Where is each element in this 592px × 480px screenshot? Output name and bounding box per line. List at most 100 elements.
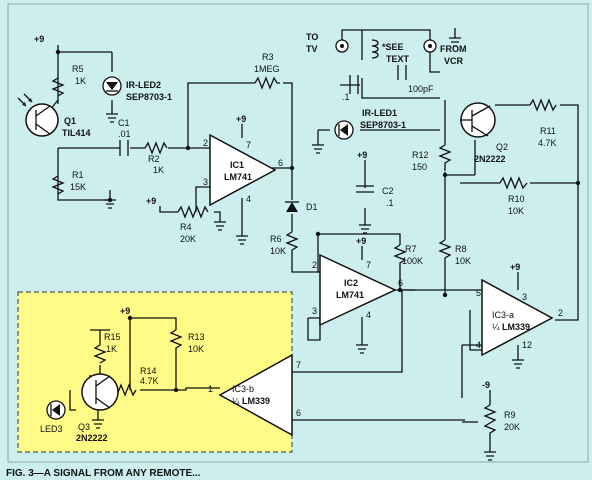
ic2-part: LM741: [336, 290, 364, 300]
r5-value: 1K: [75, 76, 86, 86]
to-tv-line2: TV: [306, 44, 318, 54]
led3-ref: LED3: [40, 424, 63, 434]
supply-ic1: +9: [236, 114, 246, 124]
r4-ref: R4: [180, 222, 192, 232]
r6-ref: R6: [270, 234, 282, 244]
ic2-pin-6: 6: [398, 278, 403, 288]
c2-ref: C2: [382, 186, 394, 196]
figure-caption: FIG. 3—A SIGNAL FROM ANY REMOTE...: [6, 468, 201, 479]
ic3b-ref: IC3-b: [232, 384, 254, 394]
ic3a-pin-12: 12: [522, 340, 532, 350]
ic2-opamp: [319, 253, 397, 327]
q3-part: 2N2222: [76, 433, 108, 443]
r9-value: 20K: [504, 422, 520, 432]
ic3a-pin-5: 5: [476, 288, 481, 298]
resistors: [51, 76, 557, 440]
r11-ref: R11: [540, 126, 556, 136]
q1-part: TIL414: [62, 128, 91, 138]
r10-ref: R10: [508, 194, 525, 204]
ic1-part: LM741: [224, 172, 252, 182]
ic3b-frac: ¼: [232, 396, 240, 406]
supply-ic3a: +9: [510, 262, 520, 272]
r3-ref: R3: [262, 52, 274, 62]
coil-symbol: [371, 39, 379, 59]
ic3b-pin-7: 7: [296, 360, 301, 370]
r1-ref: R1: [72, 170, 84, 180]
r1-value: 15K: [70, 182, 86, 192]
q1-phototransistor: [17, 93, 59, 137]
r9-ref: R9: [504, 410, 516, 420]
ic1-pin-6: 6: [278, 158, 283, 168]
cap-100pf-value: 100pF: [408, 84, 434, 94]
r11-value: 4.7K: [538, 138, 557, 148]
r3-value: 1MEG: [254, 64, 280, 74]
r6-value: 10K: [270, 246, 286, 256]
r7-ref: R7: [405, 244, 417, 254]
see-text-line1: *SEE: [382, 42, 404, 52]
r2-value: 1K: [153, 165, 164, 175]
ic2-pin-7: 7: [366, 260, 371, 270]
figure-frame: [7, 3, 589, 463]
r4-value: 20K: [180, 234, 196, 244]
ic3a-pin-4: 4: [476, 340, 481, 350]
from-vcr-line2: VCR: [444, 56, 464, 66]
to-tv-line1: TO: [306, 32, 318, 42]
supply-r4: +9: [146, 196, 156, 206]
ic2-pin-2: 2: [312, 260, 317, 270]
r14-value: 4.7K: [140, 376, 159, 386]
ic3a-frac: ¼: [492, 322, 500, 332]
highlight-box: [17, 291, 293, 453]
ir-led1-ref: IR-LED1: [362, 108, 397, 118]
ic1-pin-3: 3: [203, 177, 208, 187]
ic3a-ref: IC3-a: [492, 310, 514, 320]
supply-c2: +9: [357, 150, 367, 160]
ir-led1-part: SEP8703-1: [360, 120, 406, 130]
r5-ref: R5: [72, 64, 84, 74]
supply-highlight: +9: [120, 306, 130, 316]
supply-q1: +9: [34, 34, 44, 44]
r13-value: 10K: [188, 344, 204, 354]
c1-ref: C1: [118, 118, 130, 128]
r8-value: 10K: [455, 256, 471, 266]
r12-value: 150: [412, 162, 427, 172]
q3-ref: Q3: [78, 422, 90, 432]
ir-led2-ref: IR-LED2: [126, 80, 161, 90]
ic2-pin-3: 3: [312, 306, 317, 316]
ic2-pin-4: 4: [366, 310, 371, 320]
q2-part: 2N2222: [474, 154, 506, 164]
c2-value: .1: [386, 198, 394, 208]
supply-ic2: +9: [356, 236, 366, 246]
r13-ref: R13: [188, 332, 205, 342]
r8-ref: R8: [455, 244, 467, 254]
cap-1-value: .1: [342, 92, 350, 102]
q2-ref: Q2: [496, 142, 508, 152]
ic2-ref: IC2: [344, 278, 358, 288]
leds: [46, 76, 354, 420]
ic3a-part: LM339: [502, 322, 530, 332]
r7-value: 100K: [402, 256, 423, 266]
r2-symbol: [144, 141, 168, 155]
supply-r9: -9: [482, 380, 490, 390]
d1-ref: D1: [306, 202, 318, 212]
ic1-pin-4: 4: [246, 194, 251, 204]
ic3a-pin-2: 2: [558, 308, 563, 318]
ic1-opamp: [209, 133, 277, 207]
r12-ref: R12: [412, 150, 429, 160]
q1-ref: Q1: [64, 116, 76, 126]
ic3b-comparator: [218, 353, 293, 437]
c1-value: .01: [118, 129, 131, 139]
see-text-line2: TEXT: [386, 54, 410, 64]
r2-ref: R2: [148, 154, 160, 164]
coax-connectors: [335, 39, 437, 53]
ic3b-part: LM339: [242, 396, 270, 406]
capacitors: [119, 65, 407, 193]
ic3b-pin-6: 6: [296, 408, 301, 418]
ir-led2-part: SEP8703-1: [126, 92, 172, 102]
q3-transistor: [81, 373, 119, 411]
q2-transistor: [460, 102, 496, 138]
r14-ref: R14: [140, 366, 157, 376]
ic3a-pin-3: 3: [522, 292, 527, 302]
ground-symbols: [92, 37, 524, 461]
